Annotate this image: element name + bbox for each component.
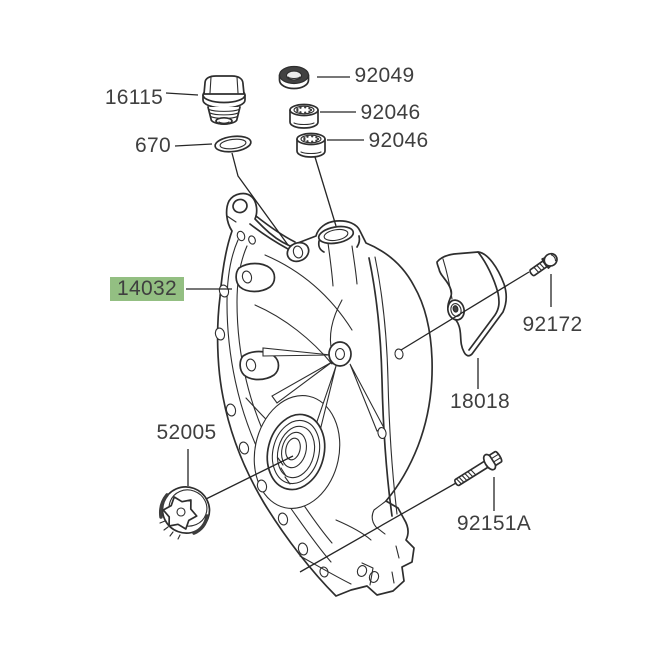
needle-bearing-drawing-lower (296, 132, 326, 158)
filler-plug-hole (292, 245, 304, 259)
outer-cover-drawing (436, 251, 507, 357)
part-label-14032-highlighted[interactable]: 14032 (110, 277, 184, 301)
part-label-670[interactable]: 670 (135, 134, 171, 157)
oil-seal-drawing (278, 65, 310, 90)
oil-filler-cap-drawing (202, 75, 246, 126)
leader-670 (174, 143, 213, 147)
clutch-cover-drawing (214, 192, 433, 597)
hanger-lug-hole (232, 198, 248, 214)
part-label-92046-upper[interactable]: 92046 (360, 101, 421, 124)
axis-92151A (299, 482, 457, 573)
part-label-16115[interactable]: 16115 (104, 86, 164, 109)
bolt-drawing (454, 450, 503, 487)
inspection-cap-drawing (159, 486, 211, 540)
leader-16115 (165, 92, 199, 96)
part-label-92049[interactable]: 92049 (354, 64, 415, 87)
part-label-18018[interactable]: 18018 (450, 390, 510, 413)
leader-92046-to-cover (314, 156, 337, 227)
leader-670-to-cover (231, 152, 289, 246)
o-ring-drawing (214, 135, 252, 153)
part-label-52005[interactable]: 52005 (156, 421, 217, 444)
leader-lines (165, 76, 552, 573)
part-label-92172[interactable]: 92172 (522, 313, 583, 336)
needle-bearing-drawing-upper (289, 103, 319, 129)
part-label-92046-lower[interactable]: 92046 (368, 129, 429, 152)
part-label-92151A[interactable]: 92151A (456, 512, 532, 535)
leader-52005-to-bore (205, 455, 294, 500)
screw-drawing (529, 252, 558, 277)
axis-92172 (400, 271, 530, 351)
